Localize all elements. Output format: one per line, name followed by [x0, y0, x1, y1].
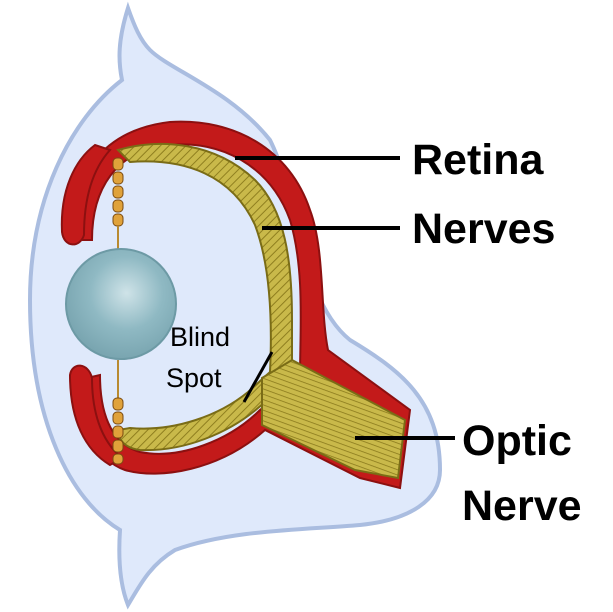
- lens: [66, 249, 176, 359]
- label-blind-spot-line2: Spot: [166, 363, 222, 393]
- label-optic-nerve-line2: Nerve: [462, 482, 582, 530]
- label-optic-nerve-line1: Optic: [462, 417, 572, 465]
- label-nerves: Nerves: [412, 205, 555, 253]
- label-blind-spot-line1: Blind: [170, 322, 230, 352]
- label-retina: Retina: [412, 136, 545, 184]
